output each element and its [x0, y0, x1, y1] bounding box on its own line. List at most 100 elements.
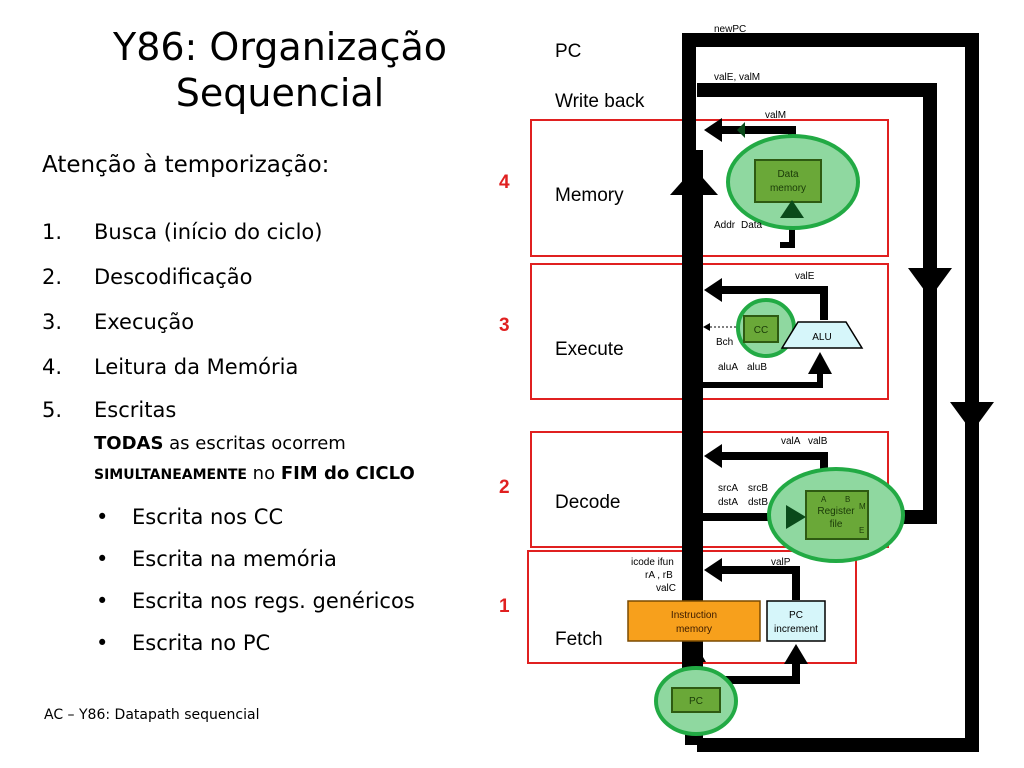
pc-to-inc-arrow — [784, 644, 808, 664]
register-file-box — [805, 490, 869, 540]
writeback-down-arrow — [908, 268, 952, 298]
stage-label-writeback: Write back — [555, 91, 645, 112]
stage-number-2: 2 — [499, 477, 510, 498]
data-memory-label-1: Data — [777, 169, 799, 180]
steps-list: 1. Busca (início do ciclo) 2. Descodific… — [42, 220, 322, 428]
bullet-dot: • — [96, 589, 109, 613]
signal-valb: valB — [808, 436, 828, 447]
pc-increment-label-1: PC — [789, 610, 803, 621]
step-label: Leitura da Memória — [94, 355, 299, 379]
stage-label-fetch: Fetch — [555, 629, 603, 650]
list-item: 5. Escritas — [42, 398, 322, 428]
signal-data: Data — [741, 220, 763, 231]
step-number: 4. — [42, 355, 63, 379]
step-label: Busca (início do ciclo) — [94, 220, 323, 244]
list-item: 3. Execução — [42, 310, 322, 355]
bch-arrow — [703, 323, 710, 331]
alu-input-arrow — [808, 352, 832, 374]
step-number: 3. — [42, 310, 63, 334]
signal-srca: srcA — [718, 483, 738, 494]
signal-valp: valP — [771, 557, 791, 568]
list-item: 4. Leitura da Memória — [42, 355, 322, 398]
list-item: • Escrita nos CC — [96, 505, 415, 547]
signal-addr: Addr — [714, 220, 736, 231]
list-item: 2. Descodificação — [42, 265, 322, 310]
pc-register-label: PC — [689, 696, 703, 707]
data-memory-label-2: memory — [770, 183, 806, 194]
list-item: • Escrita na memória — [96, 547, 415, 589]
cc-label: CC — [754, 325, 768, 336]
signal-vale: valE — [795, 271, 815, 282]
slide-title: Y86: Organização Sequencial — [60, 24, 500, 116]
stage-label-pc: PC — [555, 41, 581, 62]
stage-box-memory — [530, 119, 889, 257]
step-number: 1. — [42, 220, 63, 244]
signal-dsta: dstA — [718, 497, 738, 508]
writes-note-line-1: TODAS as escritas ocorrem — [94, 433, 346, 454]
writes-note-line-2: SIMULTANEAMENTE no FIM do CICLO — [94, 463, 415, 484]
title-line-1: Y86: Organização — [112, 25, 448, 69]
alu-label: ALU — [812, 332, 831, 343]
instr-memory-label-2: memory — [676, 624, 712, 635]
page-number: 3 — [968, 709, 976, 725]
bullet-label: Escrita nos regs. genéricos — [132, 589, 415, 613]
signal-vala: valA — [781, 436, 801, 447]
signal-bch: Bch — [716, 337, 733, 348]
signal-icode-ifun: icode ifun — [631, 557, 674, 568]
data-memory-out-arrow — [737, 122, 745, 138]
alu-shape — [780, 321, 864, 349]
signal-ra-rb: rA , rB — [645, 570, 673, 581]
signal-vale-valm: valE, valM — [714, 72, 760, 83]
step-label: Escritas — [94, 398, 177, 422]
valp-wire — [720, 566, 800, 600]
regfile-label-2: file — [830, 519, 843, 530]
instruction-memory-box — [627, 600, 761, 642]
title-line-2: Sequencial — [175, 71, 385, 115]
regfile-port-a: A — [821, 495, 827, 504]
signal-srcb: srcB — [748, 483, 768, 494]
bullet-dot: • — [96, 505, 109, 529]
intro-text: Atenção à temporização: — [42, 152, 330, 178]
regfile-port-e: E — [859, 526, 864, 535]
signal-dstb: dstB — [748, 497, 768, 508]
pc-register-box — [671, 687, 721, 713]
regfile-port-b: B — [845, 495, 850, 504]
regfile-label-1: Register — [817, 506, 855, 517]
regfile-in-arrow — [786, 505, 806, 529]
stage-label-execute: Execute — [555, 339, 624, 360]
signal-valc: valC — [656, 583, 676, 594]
data-memory-box — [754, 159, 822, 203]
stage-box-execute — [530, 263, 889, 400]
note-bold-todas: TODAS — [94, 433, 164, 454]
footer-text: AC – Y86: Datapath sequencial — [44, 707, 260, 723]
stage-number-4: 4 — [499, 172, 510, 193]
step-number: 5. — [42, 398, 63, 422]
note-caps: SIMULTANEAMENTE — [94, 467, 247, 483]
list-item: 1. Busca (início do ciclo) — [42, 220, 322, 265]
stage-number-3: 3 — [499, 315, 510, 336]
list-item: • Escrita nos regs. genéricos — [96, 589, 415, 631]
bullet-label: Escrita na memória — [132, 547, 337, 571]
pc-increment-label-2: increment — [774, 624, 818, 635]
pc-to-imem-arrow — [682, 642, 706, 662]
bullet-label: Escrita nos CC — [132, 505, 284, 529]
alu-input-wire — [694, 372, 823, 388]
bullet-label: Escrita no PC — [132, 631, 271, 655]
stage-label-decode: Decode — [555, 492, 621, 513]
step-label: Descodificação — [94, 265, 253, 289]
regfile-port-m: M — [859, 502, 866, 511]
valm-arrow — [704, 118, 722, 142]
signal-alub: aluB — [747, 362, 767, 373]
note-bold-fim: FIM do CICLO — [280, 463, 415, 484]
bullet-dot: • — [96, 547, 109, 571]
pc-to-inc-wire — [720, 662, 800, 684]
instr-memory-label-1: Instruction — [671, 610, 717, 621]
vala-valb-arrow — [704, 444, 722, 468]
cc-box — [743, 315, 779, 343]
vale-arrow — [704, 278, 722, 302]
signal-alua: aluA — [718, 362, 738, 373]
stage-label-memory: Memory — [555, 185, 624, 206]
data-memory-in-arrow — [780, 200, 804, 218]
list-item: • Escrita no PC — [96, 631, 415, 673]
